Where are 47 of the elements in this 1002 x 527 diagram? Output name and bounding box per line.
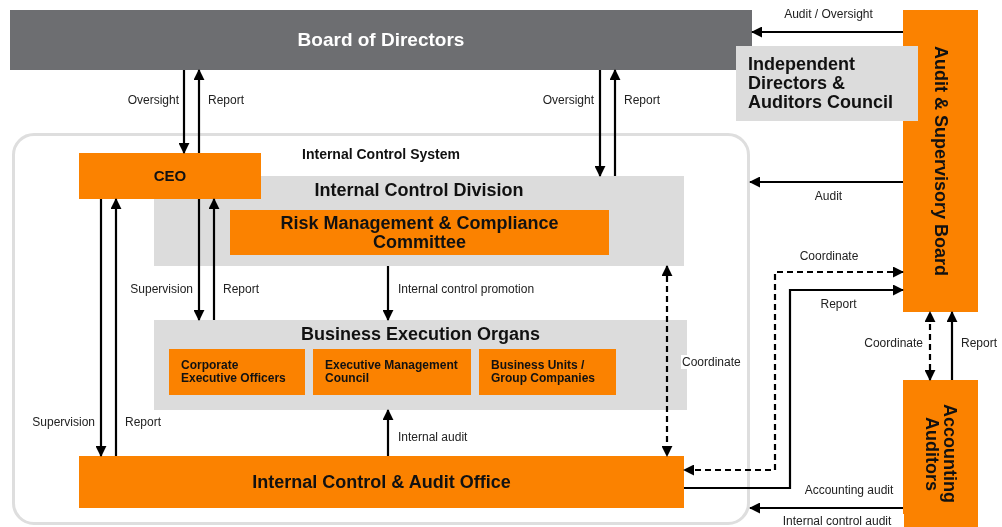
box-label: Accounting Auditors bbox=[921, 403, 960, 505]
process-box bbox=[479, 349, 616, 395]
arrow bbox=[110, 198, 122, 456]
edge-label: Internal audit bbox=[397, 430, 469, 444]
process-box bbox=[230, 210, 609, 255]
edge-label: Report bbox=[960, 336, 999, 350]
arrow bbox=[594, 70, 606, 177]
arrow bbox=[382, 409, 394, 456]
box-label: Business Units / Group Companies bbox=[491, 359, 596, 385]
dashed-arrow bbox=[661, 265, 673, 457]
process-box bbox=[169, 349, 305, 395]
process-box bbox=[79, 456, 684, 508]
box-label: Internal Control & Audit Office bbox=[252, 472, 511, 492]
box-label: Risk Management & Compliance Committee bbox=[279, 213, 560, 252]
arrow bbox=[609, 69, 621, 176]
box-label: Board of Directors bbox=[297, 29, 465, 51]
box-label: Audit & Supervisory Board bbox=[931, 45, 950, 276]
arrow bbox=[178, 70, 190, 154]
edge-label: Report bbox=[222, 282, 261, 296]
arrow bbox=[382, 266, 394, 321]
arrow bbox=[749, 502, 903, 514]
process-box bbox=[313, 349, 471, 395]
process-box bbox=[903, 10, 978, 312]
dashed-arrow bbox=[924, 311, 936, 381]
process-box bbox=[903, 380, 978, 527]
process-box bbox=[736, 46, 918, 121]
edge-label: Report bbox=[124, 415, 163, 429]
arrow bbox=[193, 199, 205, 321]
arrow bbox=[208, 198, 220, 320]
box-label: CEO bbox=[153, 168, 187, 184]
edge-label: Coordinate bbox=[681, 355, 742, 369]
arrow bbox=[749, 176, 903, 188]
edge-label: Report bbox=[207, 93, 246, 107]
arrow bbox=[946, 311, 958, 380]
edge-label: Report bbox=[623, 93, 662, 107]
group-title: Internal Control Division bbox=[313, 180, 525, 201]
edge-label: Internal control promotion bbox=[397, 282, 536, 296]
box-label: Corporate Executive Officers bbox=[181, 359, 287, 385]
box-label: Independent Directors & Auditors Council bbox=[748, 55, 894, 112]
group-title: Business Execution Organs bbox=[299, 324, 542, 345]
process-box bbox=[79, 153, 261, 199]
frame-title: Internal Control System bbox=[301, 146, 461, 162]
system-frame bbox=[12, 133, 750, 525]
arrow bbox=[751, 26, 903, 38]
arrow bbox=[193, 69, 205, 153]
arrow bbox=[95, 199, 107, 457]
box-label: Executive Management Council bbox=[325, 359, 459, 385]
